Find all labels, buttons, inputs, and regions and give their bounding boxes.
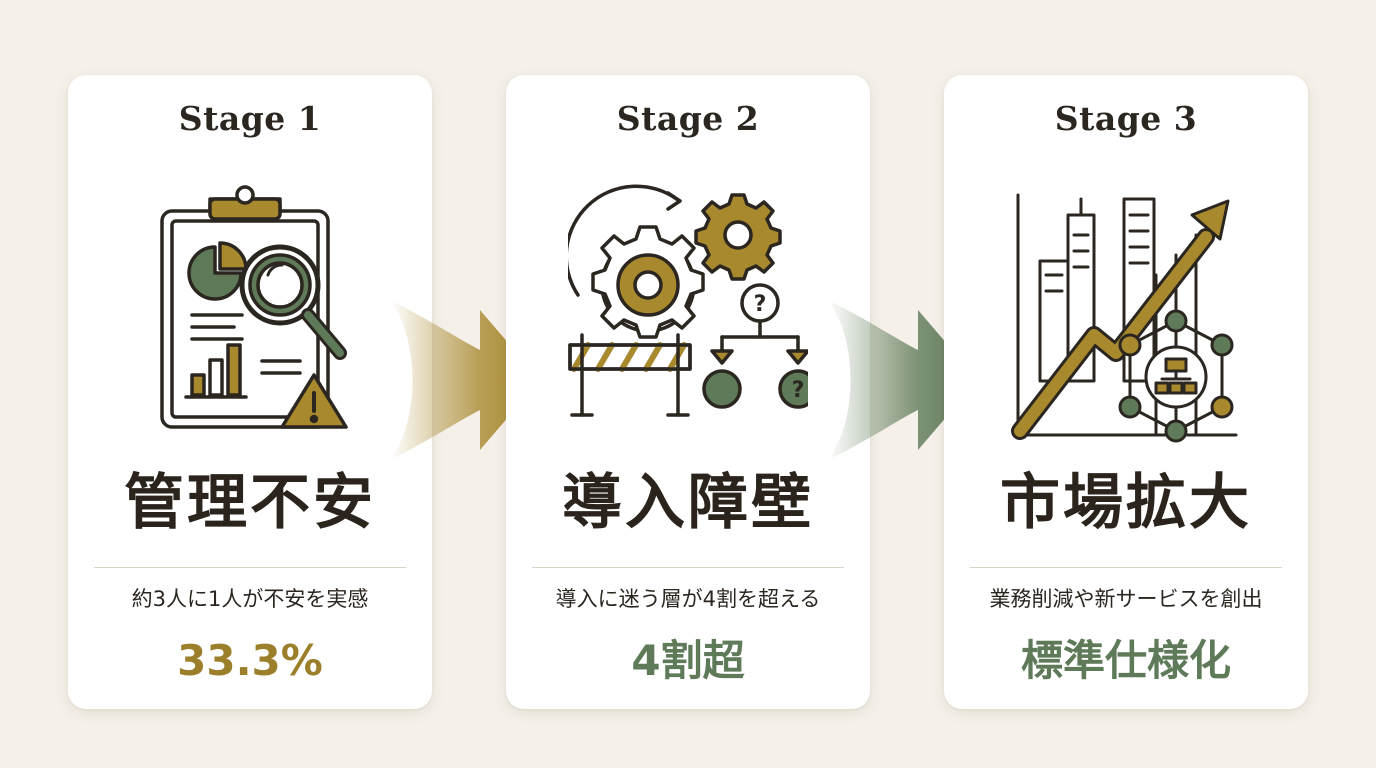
stage-metric: 標準仕様化 bbox=[1020, 636, 1231, 685]
svg-text:?: ? bbox=[754, 292, 767, 317]
divider bbox=[970, 567, 1282, 568]
arrow-right-icon bbox=[390, 300, 540, 460]
arrow-right-icon bbox=[828, 300, 978, 460]
stage-card-1: Stage 1 bbox=[68, 75, 432, 709]
stage-metric: 33.3% bbox=[177, 636, 323, 685]
city-growth-network-icon bbox=[1011, 193, 1238, 443]
stage-metric: 4割超 bbox=[631, 636, 745, 685]
svg-text:?: ? bbox=[792, 378, 805, 403]
stage-label: Stage 1 bbox=[178, 99, 322, 138]
stage-label: Stage 2 bbox=[616, 99, 760, 138]
divider bbox=[532, 567, 844, 568]
stage-label: Stage 3 bbox=[1054, 99, 1198, 138]
gears-barrier-question-icon: ? ? bbox=[568, 184, 808, 417]
stage-title: 管理不安 bbox=[124, 468, 376, 538]
stage-card-3: Stage 3 bbox=[944, 75, 1308, 709]
stage-title: 導入障壁 bbox=[562, 468, 814, 538]
stage-title: 市場拡大 bbox=[1000, 468, 1252, 538]
clipboard-magnifier-warning-icon bbox=[160, 185, 348, 429]
stage-card-2: Stage 2 ? bbox=[506, 75, 870, 709]
divider bbox=[94, 567, 406, 568]
stage-description: 導入に迷う層が4割を超える bbox=[555, 587, 821, 611]
stage-description: 業務削減や新サービスを創出 bbox=[989, 587, 1263, 611]
stage-description: 約3人に1人が不安を実感 bbox=[131, 587, 369, 611]
